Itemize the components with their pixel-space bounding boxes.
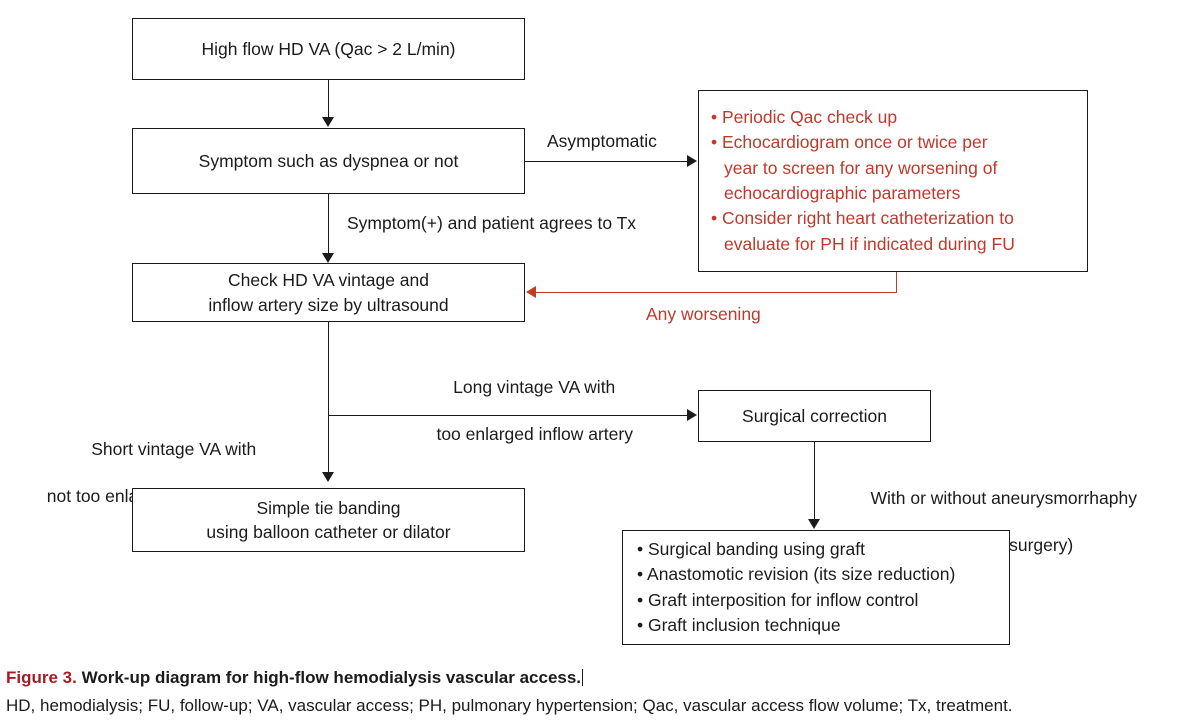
figure-number: Figure 3.	[6, 668, 77, 687]
node-simple-tie-banding: Simple tie banding using balloon cathete…	[132, 488, 525, 552]
edge-label-long-vintage-line1: Long vintage VA with	[453, 376, 616, 397]
edge-label-long-vintage: Long vintage VA with too enlarged inflow…	[417, 352, 633, 470]
connector-to-surgical-correction	[328, 415, 688, 416]
edge-label-asymptomatic: Asymptomatic	[547, 131, 657, 151]
edge-label-long-vintage-line2: too enlarged inflow artery	[436, 423, 633, 444]
node-high-flow-hd-va-label: High flow HD VA (Qac > 2 L/min)	[201, 38, 456, 59]
node-simple-tie-banding-line1: Simple tie banding	[256, 497, 401, 518]
node-surgical-correction-label: Surgical correction	[742, 405, 887, 426]
connector-symptom-to-check-vintage	[328, 194, 329, 254]
node-simple-tie-banding-line2: using balloon catheter or dilator	[206, 522, 451, 542]
plan-item-3: echocardiographic parameters	[724, 183, 961, 203]
arrowhead-any-worsening	[526, 286, 536, 298]
node-asymptomatic-followup-plan: • Periodic Qac check up • Echocardiogram…	[698, 90, 1088, 272]
node-check-vintage: Check HD VA vintage and inflow artery si…	[132, 263, 525, 322]
arrowhead-surgical-correction-to-options	[808, 519, 820, 529]
figure-abbreviations: HD, hemodialysis; FU, follow-up; VA, vas…	[6, 696, 1013, 715]
connector-surgical-correction-to-options	[814, 442, 815, 520]
plan-item-4: • Consider right heart catheterization t…	[711, 208, 1014, 229]
node-symptom-check: Symptom such as dyspnea or not	[132, 128, 525, 194]
surgical-option-0: • Surgical banding using graft	[637, 538, 865, 559]
edge-label-any-worsening: Any worsening	[646, 304, 761, 324]
text-cursor-caret	[582, 669, 584, 686]
node-check-vintage-line1: Check HD VA vintage and	[227, 270, 430, 291]
figure-caption-title: Figure 3. Work-up diagram for high-flow …	[6, 668, 584, 688]
plan-item-5: evaluate for PH if indicated during FU	[724, 233, 1015, 254]
connector-start-to-symptom	[328, 80, 329, 118]
connector-any-worsening-vertical	[896, 272, 897, 293]
edge-label-symptom-positive: Symptom(+) and patient agrees to Tx	[347, 213, 637, 233]
plan-item-1: • Echocardiogram once or twice per	[711, 132, 988, 153]
surgical-option-1: • Anastomotic revision (its size reducti…	[637, 564, 956, 585]
node-surgical-correction: Surgical correction	[698, 390, 931, 442]
node-surgical-options: • Surgical banding using graft • Anastom…	[622, 530, 1010, 645]
node-check-vintage-line2: inflow artery size by ultrasound	[208, 294, 449, 315]
figure-title: Work-up diagram for high-flow hemodialys…	[81, 668, 582, 687]
edge-label-aneurysmorrhaphy-line1: With or without aneurysmorrhaphy	[870, 487, 1137, 508]
arrowhead-to-surgical-correction	[687, 409, 697, 421]
arrowhead-check-vintage-to-simple-banding	[322, 472, 334, 482]
node-high-flow-hd-va: High flow HD VA (Qac > 2 L/min)	[132, 18, 525, 80]
connector-symptom-to-asymptomatic	[525, 161, 688, 162]
connector-check-vintage-trunk	[328, 322, 329, 473]
node-symptom-check-label: Symptom such as dyspnea or not	[198, 150, 459, 171]
arrowhead-start-to-symptom	[322, 117, 334, 127]
surgical-option-2: • Graft interposition for inflow control	[637, 589, 919, 610]
connector-any-worsening-horizontal	[536, 292, 896, 293]
edge-label-short-vintage-line1: Short vintage VA with	[91, 438, 257, 459]
arrowhead-symptom-to-check-vintage	[322, 253, 334, 263]
arrowhead-symptom-to-asymptomatic	[687, 155, 697, 167]
plan-item-0: • Periodic Qac check up	[711, 106, 898, 127]
surgical-option-3: • Graft inclusion technique	[637, 614, 841, 635]
plan-item-2: year to screen for any worsening of	[724, 157, 998, 178]
